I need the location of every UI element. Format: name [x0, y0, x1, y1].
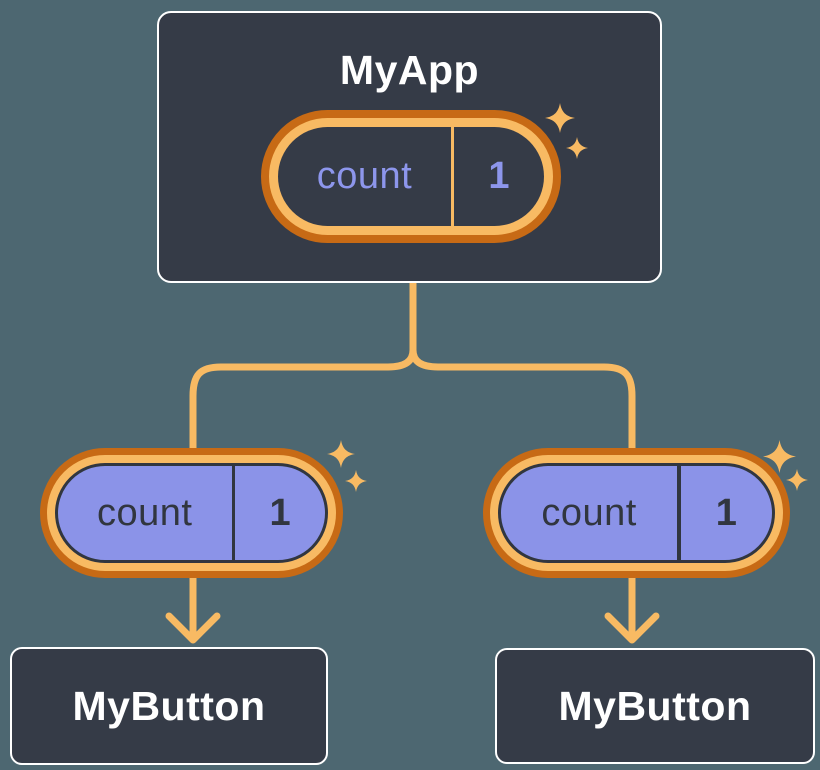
pill-divider	[231, 466, 236, 560]
prop-pill-right-value: 1	[715, 491, 737, 534]
sparkle-icon	[545, 103, 575, 133]
mybutton-node-right: MyButton	[495, 648, 815, 764]
prop-pill-left-key: count	[97, 491, 193, 534]
prop-pill-left: count 1	[40, 448, 343, 578]
prop-pill-right-key: count	[541, 491, 637, 534]
mybutton-right-title: MyButton	[558, 682, 752, 729]
arrowhead-left	[165, 612, 221, 644]
prop-pill-left-body: count 1	[55, 463, 328, 563]
state-pill-key: count	[316, 155, 413, 197]
state-pill-value: 1	[488, 155, 510, 197]
branch-right-line	[409, 279, 636, 638]
arrowhead-right	[604, 612, 660, 644]
state-pill-body: count 1	[278, 127, 544, 226]
sparkle-icon	[327, 440, 355, 468]
mybutton-node-left: MyButton	[10, 647, 328, 765]
prop-pill-right-body: count 1	[498, 463, 775, 563]
pill-divider	[450, 127, 454, 226]
prop-pill-left-value: 1	[269, 491, 291, 534]
state-pill: count 1	[261, 110, 561, 243]
sparkle-icon	[763, 440, 796, 473]
sparkle-icon	[786, 469, 808, 491]
mybutton-left-title: MyButton	[72, 682, 266, 729]
myapp-node-title: MyApp	[339, 47, 480, 93]
sparkle-icon	[566, 137, 588, 159]
sparkle-icon	[345, 470, 367, 492]
prop-pill-right: count 1	[483, 448, 790, 578]
pill-divider	[677, 466, 681, 560]
